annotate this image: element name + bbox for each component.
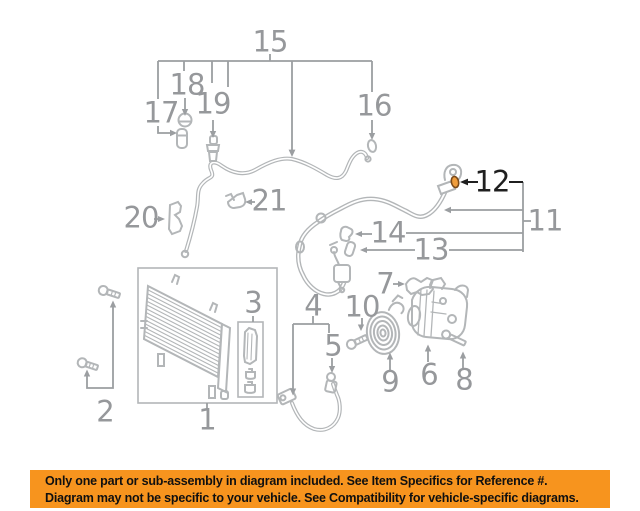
- part-label-11: 11: [527, 203, 564, 238]
- disclaimer-banner: Only one part or sub-assembly in diagram…: [30, 470, 610, 508]
- bolt-10-illustration: [345, 334, 369, 350]
- compressor-illustration: [406, 276, 470, 341]
- part-label-19: 19: [195, 86, 232, 121]
- part-label-6: 6: [420, 357, 438, 392]
- disclaimer-line-2: Diagram may not be specific to your vehi…: [45, 490, 579, 505]
- part-label-4: 4: [304, 288, 322, 323]
- part-label-7: 7: [376, 266, 394, 301]
- part-label-14: 14: [370, 215, 407, 250]
- condenser-illustration: [137, 267, 278, 404]
- o-ring-16-illustration: [366, 139, 378, 153]
- part-label-10: 10: [344, 289, 381, 324]
- clutch-pulley-illustration: [365, 294, 405, 355]
- suction-hose-illustration: [295, 163, 463, 297]
- part-label-21: 21: [251, 183, 288, 218]
- diagram-line-art: [76, 54, 531, 432]
- pipe-bracket-illustration: [167, 200, 184, 236]
- part-label-5: 5: [324, 328, 342, 363]
- part-label-8: 8: [455, 362, 473, 397]
- part-label-12: 12: [474, 164, 511, 199]
- leader-arrowheads: [83, 109, 467, 396]
- part-label-3: 3: [244, 285, 262, 320]
- part-label-18: 18: [169, 67, 206, 102]
- suction-pipe-illustration: [276, 379, 342, 432]
- part-label-1: 1: [198, 402, 216, 437]
- compressor-bracket-illustration: [404, 276, 435, 297]
- highlighted-o-ring-12: [450, 175, 460, 189]
- liquid-line-pipe-illustration: [180, 149, 372, 259]
- part-label-2: 2: [96, 394, 114, 429]
- pipe-clamp-illustration: [225, 191, 247, 210]
- bolt-2-lower-illustration: [76, 357, 99, 371]
- service-valve-illustration: [205, 135, 221, 162]
- stud-illustration: [343, 241, 357, 257]
- part-label-20: 20: [123, 200, 160, 235]
- bolt-2-upper-illustration: [97, 284, 121, 299]
- parts-diagram: 1 2 3 4 5 6 7 8 9 10 11 12 13 14 15 16 1…: [76, 24, 564, 437]
- valve-core-illustration: [176, 128, 188, 149]
- part-label-13: 13: [413, 232, 450, 267]
- part-label-16: 16: [356, 88, 393, 123]
- highlighted-ref-12: [450, 175, 523, 189]
- disclaimer-line-1: Only one part or sub-assembly in diagram…: [45, 474, 548, 488]
- part-label-15: 15: [252, 24, 289, 59]
- bolt-8-illustration: [441, 329, 467, 347]
- part-label-9: 9: [381, 364, 399, 399]
- part-label-17: 17: [143, 95, 180, 130]
- drier-kit-illustration: [237, 321, 264, 398]
- o-ring-5-illustration: [326, 372, 336, 382]
- clip-illustration: [339, 225, 354, 243]
